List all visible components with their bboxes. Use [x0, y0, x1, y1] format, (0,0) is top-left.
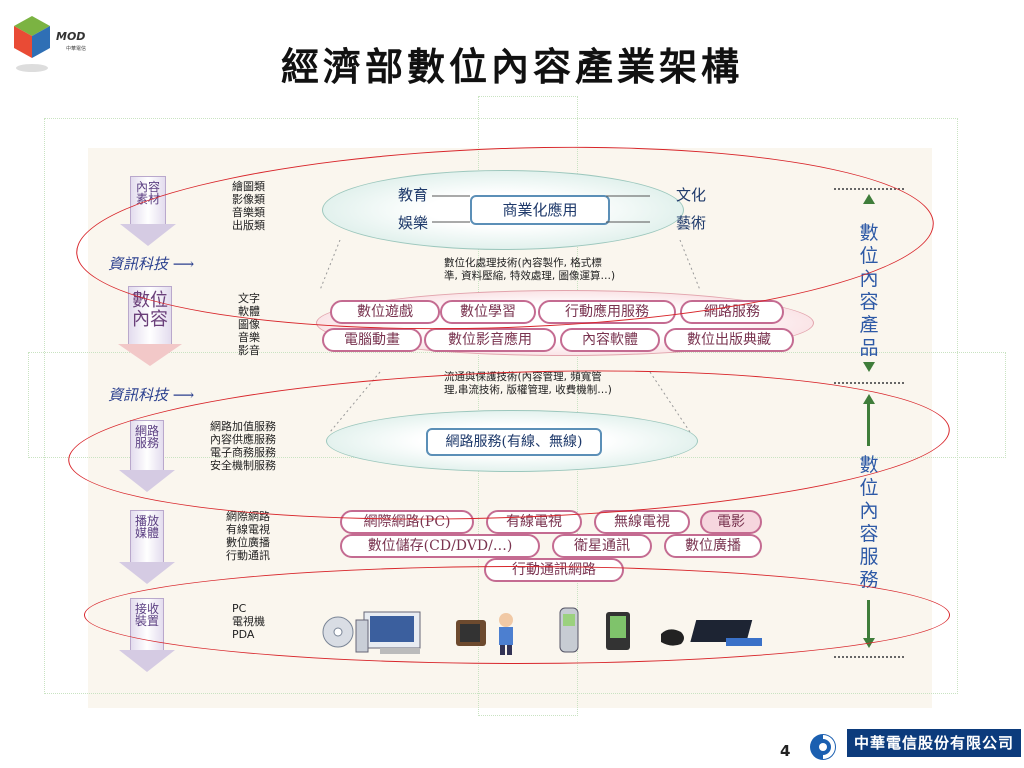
pill-computer-animation: 電腦動畫: [322, 328, 422, 352]
list-item: 出版類: [232, 219, 265, 232]
pill-digital-broadcast: 數位廣播: [664, 534, 762, 558]
cd-icon: [322, 616, 354, 648]
list-item: 繪圖類: [232, 180, 265, 193]
pill-wireless-tv: 無線電視: [594, 510, 690, 534]
app-art: 藝術: [676, 214, 707, 232]
network-service-box: 網路服務(有線、無線): [426, 428, 602, 456]
arrow-down-icon: [863, 638, 875, 648]
company-name: 中華電信股份有限公司: [847, 729, 1021, 757]
pill-digital-learning: 數位學習: [440, 300, 536, 324]
tech-note-2: 流通與保護技術(內容管理, 頻寬管 理,串流技術, 版權管理, 收費機制…): [444, 371, 612, 396]
arrow-label: 網路服務: [130, 420, 164, 470]
commercial-app-box: 商業化應用: [470, 195, 610, 225]
pill-mobile-app-service: 行動應用服務: [538, 300, 676, 324]
pill-digital-publishing: 數位出版典藏: [664, 328, 794, 352]
arrow-label: 播放媒體: [130, 510, 164, 562]
funnel-dotted-lines: [320, 240, 700, 433]
list-item: PC: [232, 602, 247, 615]
logo-subtext: 中華電信: [66, 45, 86, 52]
list-item: 影音: [238, 344, 260, 357]
app-connector-lines: [432, 195, 650, 223]
digital-content-list: 文字 軟體 圖像 音樂 影音: [238, 292, 260, 357]
app-education: 教育: [398, 186, 429, 204]
pill-network-service: 網路服務: [680, 300, 784, 324]
list-item: 圖像: [238, 318, 260, 331]
devices-strip: [322, 607, 762, 655]
cht-logo-icon: [810, 734, 836, 760]
right-label-service: 數位內容服務: [859, 454, 879, 591]
arrow-up-icon: [863, 194, 875, 204]
pill-movie: 電影: [700, 510, 762, 534]
pda-icon: [606, 612, 630, 650]
list-item: 行動通訊: [226, 549, 270, 562]
pc-icon: [355, 611, 421, 654]
list-item: 內容供應服務: [210, 433, 276, 446]
person-icon: [499, 613, 513, 655]
pill-digital-av: 數位影音應用: [424, 328, 556, 352]
slide-title: 經濟部數位內容產業架構: [280, 44, 743, 89]
pill-cable-tv: 有線電視: [486, 510, 582, 534]
console-icon: [661, 620, 762, 646]
receiver-list: PC 電視機 PDA: [232, 602, 265, 641]
pill-content-software: 內容軟體: [560, 328, 660, 352]
list-item: 安全機制服務: [210, 459, 276, 472]
mod-logo: MOD 中華電信: [14, 16, 86, 72]
arrow-label: 數位內容: [128, 286, 172, 344]
tech-label-1: 資訊科技 ⟶: [108, 255, 195, 273]
right-label-product: 數位內容產品: [859, 222, 879, 359]
pill-digital-game: 數位遊戲: [330, 300, 440, 324]
guide-box-vertical: [478, 96, 578, 716]
page-number: 4: [780, 742, 791, 760]
network-service-list: 網路加值服務 內容供應服務 電子商務服務 安全機制服務: [210, 420, 276, 472]
list-item: 數位廣播: [226, 536, 270, 549]
list-item: 音樂類: [232, 206, 265, 219]
arrow-up-icon: [863, 394, 875, 404]
tech-note-1: 數位化處理技術(內容製作, 格式標 準, 資料壓縮, 特效處理, 圖像運算…): [444, 257, 616, 282]
pill-satellite: 衛星通訊: [552, 534, 652, 558]
arrow-label: 接收裝置: [130, 598, 164, 650]
arrow-label: 內容素材: [130, 176, 166, 224]
arrow-down-icon: [863, 362, 875, 372]
guide-box-outer: [44, 118, 958, 694]
phone-icon: [559, 607, 579, 653]
logo-text: MOD: [56, 30, 85, 43]
app-culture: 文化: [676, 186, 707, 204]
list-item: 有線電視: [226, 523, 270, 536]
list-item: 軟體: [238, 305, 260, 318]
tv-icon: [456, 620, 486, 646]
list-item: 文字: [238, 292, 260, 305]
list-item: 影像類: [232, 193, 265, 206]
list-item: 電子商務服務: [210, 446, 276, 459]
pill-digital-storage: 數位儲存(CD/DVD/…): [340, 534, 540, 558]
content-material-list: 繪圖類 影像類 音樂類 出版類: [232, 180, 265, 232]
list-item: 電視機: [232, 615, 265, 628]
pill-mobile-network: 行動通訊網路: [484, 558, 624, 582]
app-entertainment: 娛樂: [398, 214, 429, 232]
list-item: 音樂: [238, 331, 260, 344]
pill-internet-pc: 網際網路(PC): [340, 510, 474, 534]
media-list: 網際網路 有線電視 數位廣播 行動通訊: [226, 510, 270, 562]
list-item: 網際網路: [226, 510, 270, 523]
tech-label-2: 資訊科技 ⟶: [108, 386, 195, 404]
list-item: PDA: [232, 628, 255, 641]
list-item: 網路加值服務: [210, 420, 276, 433]
